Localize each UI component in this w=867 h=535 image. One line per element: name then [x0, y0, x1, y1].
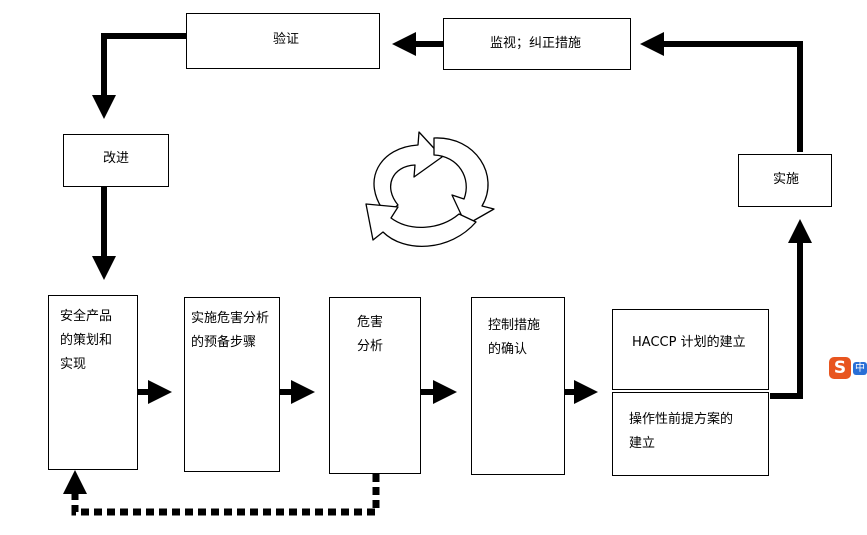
- improve-box: [63, 134, 169, 187]
- arrow-verify-to-improve: [92, 33, 186, 119]
- planning-box: [48, 295, 138, 470]
- planning-label-2: 的策划和: [60, 333, 113, 348]
- prep-label-2: 的预备步骤: [191, 335, 257, 350]
- verify-box: [186, 13, 380, 69]
- haccp-box: [612, 309, 769, 390]
- circular-arrows-icon: [365, 131, 495, 247]
- arrow-implement-to-monitor: [640, 32, 803, 152]
- implement-box: [738, 154, 832, 207]
- prereq-label-2: 建立: [629, 436, 656, 451]
- prereq-box: [612, 392, 769, 476]
- implement-label: 实施: [773, 172, 800, 187]
- improve-label: 改进: [103, 151, 130, 166]
- prep-label-1: 实施危害分析: [191, 311, 270, 326]
- sogou-mode: 中: [853, 362, 867, 375]
- planning-label-1: 安全产品: [60, 309, 113, 324]
- arrow-plans-to-implement: [770, 219, 812, 399]
- hazard-label-2: 分析: [357, 339, 384, 354]
- monitor-label: 监视；纠正措施: [490, 36, 582, 51]
- confirm-box: [471, 297, 565, 475]
- haccp-label: HACCP 计划的建立: [632, 335, 746, 350]
- monitor-box: [443, 18, 631, 70]
- prereq-label-1: 操作性前提方案的: [629, 412, 734, 427]
- sogou-letter: S: [829, 357, 851, 379]
- confirm-label-1: 控制措施: [488, 318, 541, 333]
- hazard-label-1: 危害: [357, 315, 384, 330]
- confirm-label-2: 的确认: [488, 342, 528, 357]
- arrow-feedback-head: [63, 470, 87, 494]
- prep-box: [184, 297, 280, 472]
- verify-label: 验证: [273, 32, 300, 47]
- hazard-box: [329, 297, 421, 474]
- sogou-input-icon[interactable]: S 中: [829, 357, 867, 381]
- arrow-feedback-dotted: [71, 474, 380, 516]
- planning-label-3: 实现: [60, 357, 87, 372]
